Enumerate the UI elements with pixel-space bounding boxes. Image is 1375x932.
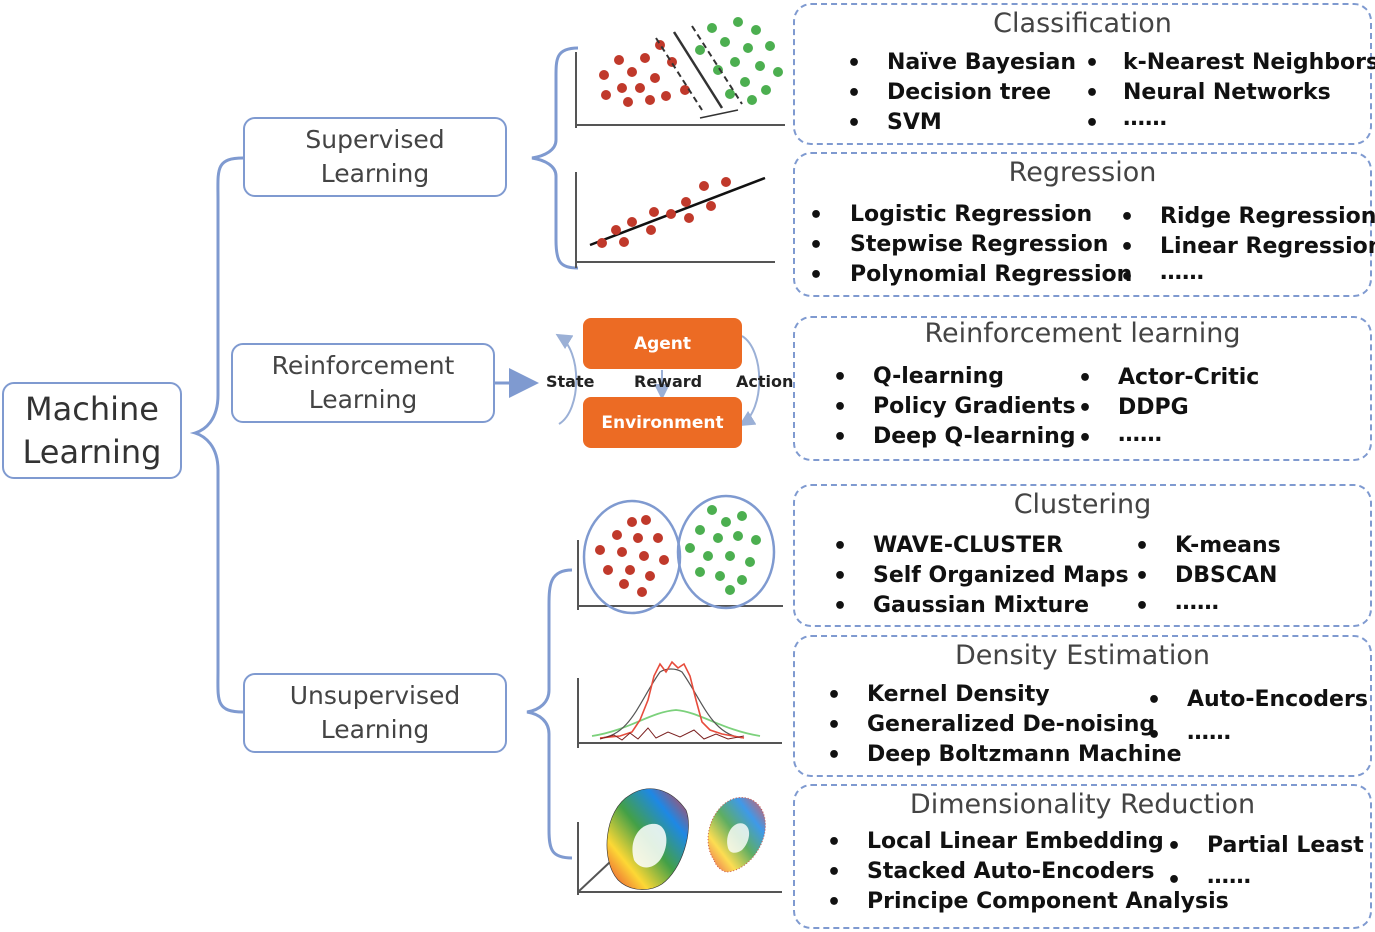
branch-supervised-learning: Supervised Learning: [243, 117, 507, 197]
panel-title: Dimensionality Reduction: [909, 789, 1256, 820]
panel-title: Clustering: [1013, 489, 1152, 520]
dimreduction-thumbnail: [577, 788, 782, 895]
classification-thumbnail: [575, 17, 785, 128]
list-item: SVM: [887, 110, 942, 135]
list-item: Logistic Regression: [850, 202, 1093, 227]
list-item: k-Nearest Neighbors: [1123, 50, 1375, 75]
list-item: Policy Gradients: [873, 394, 1076, 419]
panel-title: Regression: [1008, 157, 1157, 188]
panel-dimensionality-reduction: Dimensionality Reduction •Local Linear E…: [793, 784, 1372, 929]
supervised-brace: [531, 46, 579, 270]
panel-title: Classification: [993, 8, 1172, 39]
list-item: Deep Boltzmann Machine: [867, 742, 1182, 767]
green-cluster: [695, 17, 783, 105]
list-item: WAVE-CLUSTER: [873, 533, 1064, 558]
action-label: Action: [736, 372, 794, 391]
list-item: Deep Q-learning: [873, 424, 1076, 449]
list-item: Polynomial Regression: [850, 262, 1133, 287]
state-arrow: [555, 333, 578, 425]
branch-reinforcement-learning: Reinforcement Learning: [231, 343, 495, 423]
list-item: ……: [1123, 106, 1167, 131]
unsupervised-brace: [526, 568, 573, 860]
panel-regression: Regression •Logistic Regression •Stepwis…: [793, 152, 1375, 297]
root-brace: [189, 156, 244, 714]
state-label: State: [546, 372, 595, 391]
panel-density-estimation: Density Estimation •Kernel Density •Gene…: [793, 635, 1372, 777]
list-item: ……: [1207, 864, 1251, 889]
list-item: Ridge Regression: [1160, 204, 1375, 229]
panel-reinforcement: Reinforcement learning •Q-learning •Poli…: [793, 316, 1372, 461]
list-item: Kernel Density: [867, 682, 1050, 707]
branch-unsupervised-learning: Unsupervised Learning: [243, 673, 507, 753]
action-arrow: [738, 335, 761, 427]
list-item: ……: [1175, 590, 1219, 615]
regression-thumbnail: [575, 172, 775, 268]
list-item: Gaussian Mixture: [873, 593, 1090, 618]
clustering-thumbnail: [577, 494, 783, 615]
list-item: Decision tree: [887, 80, 1052, 105]
list-item: Neural Networks: [1123, 80, 1331, 105]
red-cluster: [599, 40, 690, 107]
panel-clustering: Clustering •WAVE-CLUSTER •Self Organized…: [793, 484, 1372, 627]
panel-title: Reinforcement learning: [924, 318, 1241, 349]
list-item: DDPG: [1118, 395, 1189, 420]
list-item: Linear Regression: [1160, 234, 1375, 259]
root-node-machine-learning: Machine Learning: [2, 382, 182, 479]
list-item: Q-learning: [873, 364, 1005, 389]
list-item: Stepwise Regression: [850, 232, 1109, 257]
list-item: Naïve Bayesian: [887, 50, 1077, 75]
list-item: Generalized De-noising: [867, 712, 1156, 737]
list-item: Principe Component Analysis: [867, 889, 1229, 914]
environment-box: Environment: [583, 397, 742, 448]
list-item: Self Organized Maps: [873, 563, 1129, 588]
list-item: ……: [1187, 720, 1231, 745]
reward-label: Reward: [634, 372, 703, 391]
list-item: K-means: [1175, 533, 1281, 558]
panel-title: Density Estimation: [954, 640, 1210, 671]
agent-box: Agent: [583, 318, 742, 369]
list-item: Local Linear Embedding: [867, 829, 1164, 854]
list-item: ……: [1160, 260, 1204, 285]
list-item: Stacked Auto-Encoders: [867, 859, 1155, 884]
list-item: Actor-Critic: [1118, 365, 1260, 390]
density-thumbnail: [577, 660, 782, 748]
panel-classification: Classification •Naïve Bayesian •Decision…: [793, 3, 1375, 145]
list-item: Auto-Encoders: [1187, 687, 1368, 712]
list-item: DBSCAN: [1175, 563, 1278, 588]
list-item: Partial Least: [1207, 833, 1364, 858]
list-item: ……: [1118, 422, 1162, 447]
